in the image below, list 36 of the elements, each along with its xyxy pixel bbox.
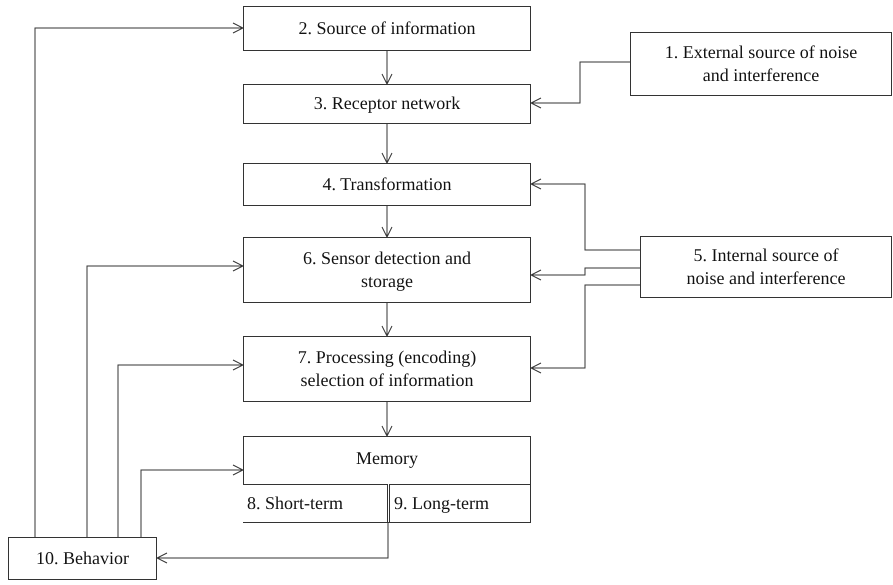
arrow bbox=[140, 464, 244, 538]
process-box bbox=[243, 6, 531, 51]
arrow bbox=[382, 50, 392, 84]
process-box bbox=[640, 236, 892, 298]
box-label: Memory bbox=[356, 447, 418, 470]
memory-sub-box bbox=[389, 484, 531, 523]
box-label: 4. Transformation bbox=[322, 172, 452, 196]
process-box bbox=[630, 32, 892, 96]
arrow bbox=[382, 206, 392, 238]
process-box bbox=[243, 237, 531, 303]
process-box bbox=[243, 436, 531, 523]
arrow bbox=[156, 522, 388, 564]
box-label: 3. Receptor network bbox=[314, 92, 460, 116]
box-label: 8. Short-term bbox=[247, 492, 343, 515]
process-box bbox=[8, 537, 157, 580]
box-label: 6. Sensor detection and storage bbox=[302, 246, 472, 293]
process-box bbox=[243, 336, 531, 402]
arrow bbox=[382, 302, 392, 336]
process-box bbox=[243, 163, 531, 206]
box-label: 1. External source of noise and interference bbox=[664, 40, 858, 87]
arrow bbox=[530, 62, 630, 108]
arrow bbox=[118, 360, 244, 538]
arrow bbox=[86, 260, 244, 538]
box-label: 9. Long-term bbox=[394, 492, 489, 515]
arrow bbox=[382, 124, 392, 164]
process-box bbox=[243, 84, 531, 124]
arrow bbox=[382, 402, 392, 436]
arrow bbox=[530, 284, 640, 374]
memory-sub-box bbox=[243, 484, 388, 523]
box-label: 7. Processing (encoding) selection of information bbox=[296, 346, 478, 392]
arrow bbox=[34, 22, 244, 538]
arrow bbox=[530, 178, 640, 250]
box-label: 2. Source of information bbox=[298, 16, 476, 40]
arrow bbox=[530, 268, 640, 280]
box-label: 10. Behavior bbox=[36, 546, 129, 570]
box-label: 5. Internal source of noise and interference bbox=[686, 244, 846, 290]
